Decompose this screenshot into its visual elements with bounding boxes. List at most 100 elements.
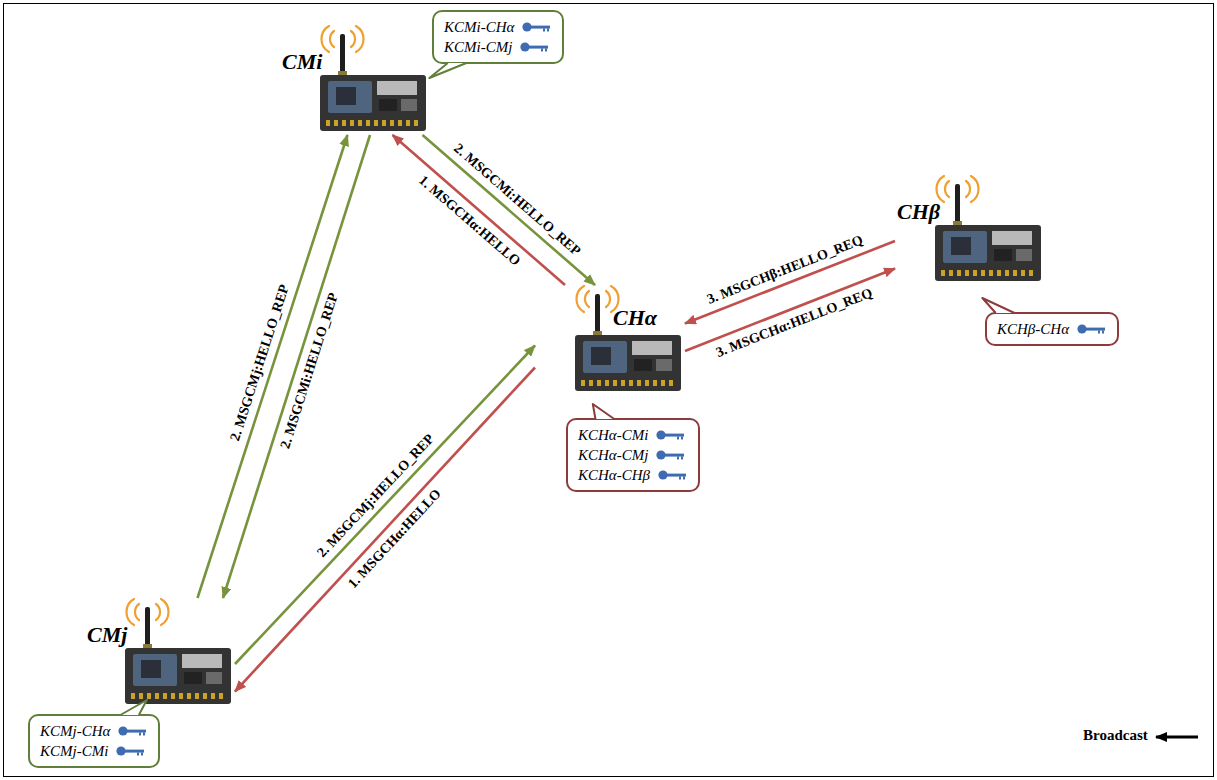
- node-name: CMj: [87, 624, 127, 646]
- signal-wave: [585, 291, 589, 307]
- pin: [147, 693, 151, 699]
- key-callout: KCHβ-CHα: [985, 312, 1119, 346]
- key-name: KCHα-CHβ: [578, 465, 650, 485]
- pin: [629, 380, 633, 386]
- tail-fill: [120, 700, 146, 715]
- pin: [179, 693, 183, 699]
- key-tooth: [679, 477, 681, 480]
- chip: [336, 87, 356, 105]
- sensor-board: [85, 598, 235, 708]
- pin: [997, 270, 1001, 276]
- chip: [656, 359, 672, 371]
- pin: [358, 120, 362, 126]
- connector: [377, 81, 417, 95]
- radio-module: [943, 231, 987, 263]
- pin: [219, 693, 223, 699]
- key-shaft: [125, 750, 144, 753]
- key-name: KCHβ-CHα: [997, 319, 1069, 339]
- tail-outline: [120, 700, 146, 715]
- pin: [1029, 270, 1033, 276]
- pin: [139, 693, 143, 699]
- signal-wave: [135, 604, 139, 620]
- message-label: 2. MSGCMj:HELLO_REP: [314, 431, 437, 560]
- pin: [1013, 270, 1017, 276]
- sensor-board: [535, 285, 685, 395]
- radio-module: [133, 654, 177, 686]
- connector: [182, 654, 222, 668]
- connector: [632, 341, 672, 355]
- key-bow: [119, 726, 128, 735]
- key-callout: KCHα-CMiKCHα-CMjKCHα-CHβ: [566, 418, 700, 492]
- pin: [949, 270, 953, 276]
- key-icon: [116, 745, 146, 757]
- key-tooth: [143, 733, 145, 736]
- pin: [613, 380, 617, 386]
- key-shaft: [665, 434, 684, 437]
- key-icon: [118, 725, 148, 737]
- chip: [994, 249, 1012, 261]
- pin: [390, 120, 394, 126]
- chip: [401, 99, 417, 111]
- tail-fill: [429, 63, 466, 78]
- board: [575, 335, 681, 391]
- pin: [350, 120, 354, 126]
- board: [125, 648, 231, 704]
- signal-wave: [126, 599, 134, 625]
- pin: [406, 120, 410, 126]
- pin: [203, 693, 207, 699]
- chip: [184, 672, 202, 684]
- pin: [398, 120, 402, 126]
- key-bow: [658, 470, 667, 479]
- key-row: KCMj-CHα: [40, 721, 148, 741]
- tail-outline: [593, 404, 614, 419]
- tail-fill: [593, 404, 614, 419]
- key-row: KCMi-CMj: [444, 37, 552, 57]
- pin: [597, 380, 601, 386]
- key-shaft: [1086, 328, 1105, 331]
- tail-fill: [982, 298, 1014, 313]
- key-name: KCHα-CMj: [578, 445, 648, 465]
- antenna: [145, 607, 150, 649]
- chip: [634, 359, 652, 371]
- pin: [211, 693, 215, 699]
- key-callout: KCMj-CHαKCMj-CMi: [28, 714, 160, 768]
- signal-wave: [966, 181, 970, 197]
- pin: [661, 380, 665, 386]
- key-tooth: [677, 437, 679, 440]
- pin: [973, 270, 977, 276]
- message-label: 2. MSGCMj:HELLO_REP: [227, 282, 292, 442]
- signal-wave: [356, 26, 364, 52]
- pin: [1021, 270, 1025, 276]
- key-shaft: [529, 46, 548, 49]
- pin: [382, 120, 386, 126]
- pin: [669, 380, 673, 386]
- key-bow: [657, 450, 666, 459]
- signal-wave: [936, 176, 944, 202]
- key-name: KCMj-CHα: [40, 721, 110, 741]
- key-tooth: [681, 457, 683, 460]
- pin: [163, 693, 167, 699]
- key-tooth: [139, 733, 141, 736]
- key-row: KCMj-CMi: [40, 741, 148, 761]
- pin: [374, 120, 378, 126]
- pin: [957, 270, 961, 276]
- signal-wave: [321, 26, 329, 52]
- key-shaft: [667, 474, 686, 477]
- signal-wave: [606, 291, 610, 307]
- tail-outline: [429, 63, 466, 78]
- pin: [981, 270, 985, 276]
- key-tooth: [541, 49, 543, 52]
- sensor-node: CHα: [535, 285, 685, 395]
- signal-wave: [156, 604, 160, 620]
- key-callout: KCMi-CHαKCMi-CMj: [432, 10, 564, 64]
- message-arrow: [198, 135, 348, 598]
- key-tooth: [677, 457, 679, 460]
- key-tooth: [141, 753, 143, 756]
- chip: [206, 672, 222, 684]
- message-label: 2. MSGCMi:HELLO_REP: [277, 291, 341, 451]
- chip: [1016, 249, 1032, 261]
- key-row: KCHα-CMj: [578, 445, 688, 465]
- pin: [589, 380, 593, 386]
- sensor-board: [280, 25, 430, 135]
